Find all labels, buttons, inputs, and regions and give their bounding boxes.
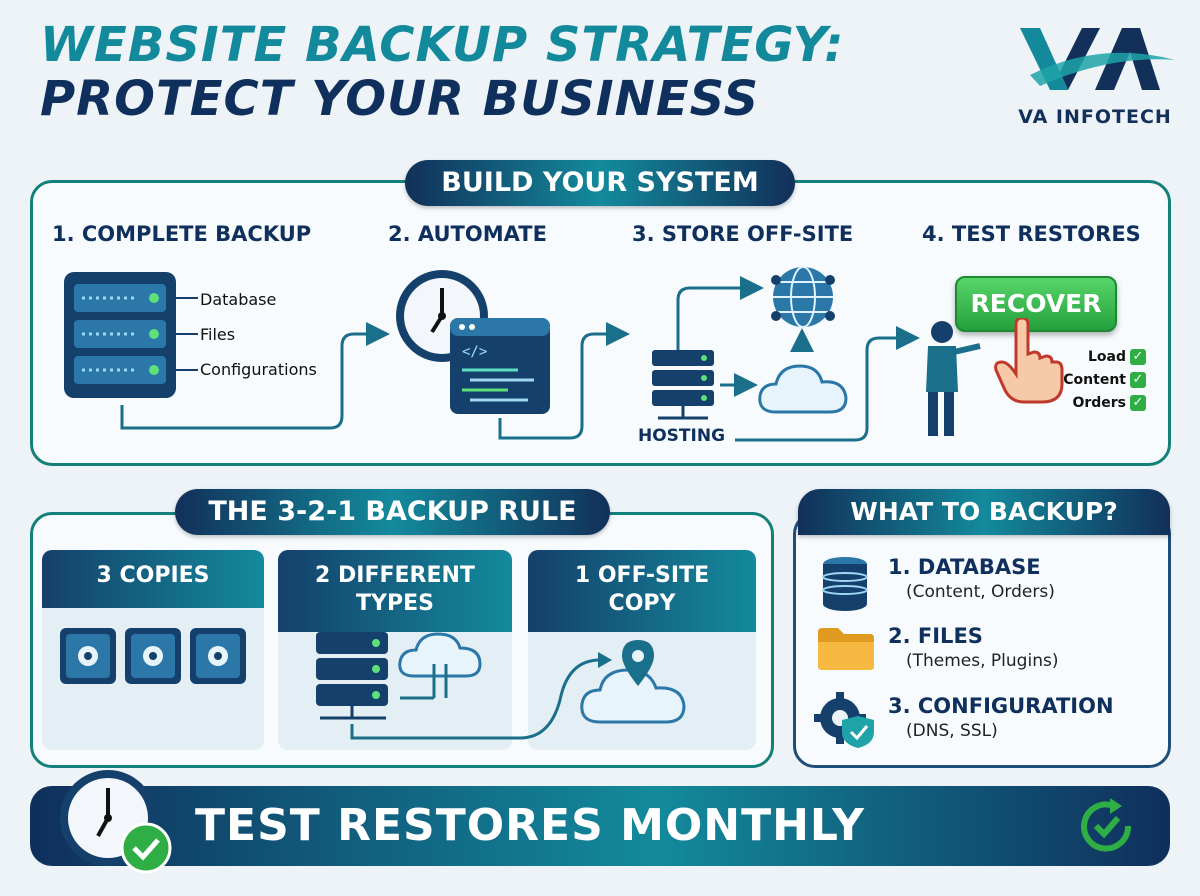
brand-logo: VA INFOTECH [1010, 20, 1180, 128]
gear-shield-icon [814, 692, 874, 748]
step-automate-label: 2. AUTOMATE [388, 222, 547, 246]
rule-card-title: 1 OFF-SITE COPY [528, 550, 756, 632]
pointing-hand-icon [994, 318, 1064, 404]
build-system-heading: BUILD YOUR SYSTEM [405, 160, 795, 206]
title-line-2: PROTECT YOUR BUSINESS [40, 71, 760, 127]
check-content: Content✓ [1040, 372, 1146, 388]
backup-item-database: Database [200, 290, 277, 309]
what-item-database-title: 1. DATABASE [888, 555, 1041, 579]
code-window-icon: </> [450, 318, 550, 414]
step-complete-backup-label: 1. COMPLETE BACKUP [52, 222, 312, 246]
server-icon [64, 272, 198, 398]
clock-check-icon [60, 770, 172, 874]
server-cloud-icon [316, 632, 490, 740]
person-icon [926, 321, 981, 436]
hosting-server-icon [652, 350, 714, 420]
rule-card-title: 2 DIFFERENT TYPES [278, 550, 512, 632]
what-item-files-title: 2. FILES [888, 624, 983, 648]
step-test-restores-label: 4. TEST RESTORES [922, 222, 1141, 246]
recover-button[interactable]: RECOVER [955, 276, 1117, 332]
flow-arrows [120, 276, 920, 442]
step-store-offsite-label: 3. STORE OFF-SITE [632, 222, 854, 246]
what-item-files-sub: (Themes, Plugins) [906, 651, 1059, 671]
folder-icon [818, 628, 874, 670]
check-icon: ✓ [1130, 372, 1146, 388]
refresh-check-icon [1081, 798, 1132, 852]
cloud-icon [758, 364, 848, 414]
banner-text: TEST RESTORES MONTHLY [195, 800, 865, 851]
check-load: Load✓ [1060, 349, 1146, 365]
va-logo-icon [1020, 28, 1175, 90]
check-orders: Orders✓ [1050, 395, 1146, 411]
bottom-banner [30, 786, 1170, 866]
check-icon: ✓ [1130, 349, 1146, 365]
backup-rule-heading: THE 3-2-1 BACKUP RULE [175, 489, 610, 535]
svg-text:</>: </> [462, 344, 487, 360]
what-item-database-sub: (Content, Orders) [906, 582, 1055, 602]
page-title: WEBSITE BACKUP STRATEGY: PROTECT YOUR BU… [40, 18, 844, 126]
backup-item-files: Files [200, 325, 236, 344]
offsite-cloud-pin-icon [580, 640, 686, 724]
brand-name: VA INFOTECH [1018, 106, 1172, 128]
safe-icons [60, 628, 246, 684]
globe-icon [771, 266, 835, 328]
hosting-label: HOSTING [638, 426, 726, 446]
offsite-arrow [355, 652, 612, 740]
rule-card-title: 3 COPIES [42, 550, 264, 608]
what-item-config-sub: (DNS, SSL) [906, 721, 998, 741]
what-item-config-title: 3. CONFIGURATION [888, 694, 1114, 718]
title-line-1: WEBSITE BACKUP STRATEGY: [40, 17, 845, 73]
check-icon: ✓ [1130, 395, 1146, 411]
database-icon [822, 557, 868, 611]
what-to-backup-heading: WHAT TO BACKUP? [798, 489, 1170, 535]
backup-item-configurations: Configurations [200, 360, 317, 379]
